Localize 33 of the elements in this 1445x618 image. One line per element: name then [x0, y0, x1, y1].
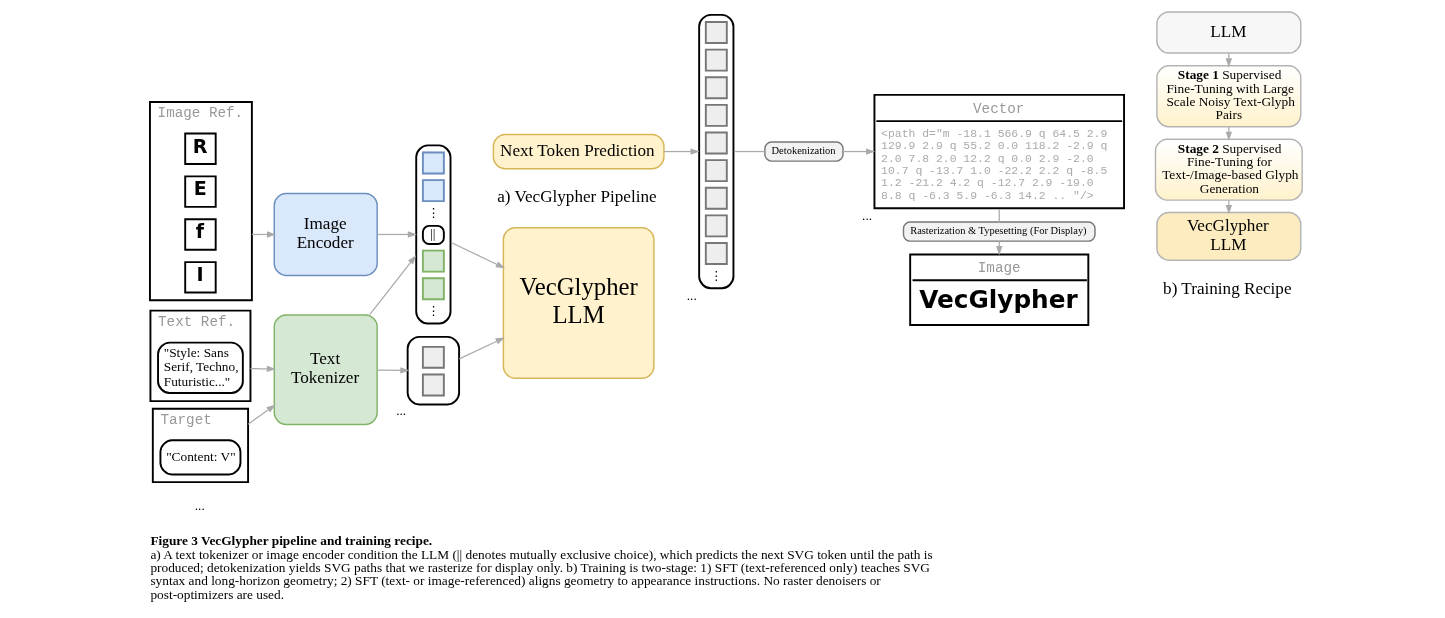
node-box: Stage 2 Supervised Fine-Tuning for Text-/Image-based Glyph Generation	[1154, 138, 1303, 201]
node-box: f	[184, 218, 217, 251]
arrow	[663, 148, 700, 155]
node-box: Next Token Prediction	[492, 133, 665, 170]
node-box: VecGlypher LLM	[502, 227, 655, 380]
arrow	[458, 337, 505, 360]
node-box: LLM	[1156, 11, 1302, 54]
node-label: ...	[686, 287, 697, 303]
node-box: Text Tokenizer	[273, 314, 378, 426]
node-label: ...	[396, 403, 407, 419]
node-box: I	[184, 261, 217, 294]
node-box: Image Encoder	[273, 192, 378, 277]
node-box: "Content: V"	[159, 439, 242, 476]
arrow	[376, 367, 410, 374]
arrow	[247, 404, 276, 425]
arrow	[451, 242, 506, 269]
label: ...	[194, 498, 205, 514]
node-box	[406, 335, 461, 406]
node-box: R	[184, 132, 217, 165]
node-box: VecGlypher LLM	[1156, 211, 1302, 261]
caption: Figure 3 VecGlypher pipeline and training recipe. a) A text tokenizer or image encoder condition the LLM (|| denotes mutually exclusive choice), which predicts the next SVG token until the path is produced; detokenization yields SVG paths that we rasterize for display only. b) Training is two-stage: 1) SFT (text-referenced only) teaches SVG syntax and long-horizon geometry; 2) SFT (text- or image-referenced) aligns geometry to appearance instructions. No raster denoisers or post-optimizers are used.	[150, 533, 933, 602]
label: a) VecGlypher Pipeline	[497, 187, 657, 207]
label: b) Training Recipe	[1163, 278, 1292, 298]
node-box: Stage 1 Supervised Fine-Tuning with Large Scale Noisy Text-Glyph Pairs	[1156, 65, 1302, 128]
connector	[734, 150, 766, 153]
arrow	[842, 148, 876, 155]
arrow	[369, 255, 417, 316]
node-label: ...	[862, 207, 873, 223]
arrow	[376, 231, 417, 238]
node-box: Detokenization	[764, 141, 844, 162]
node-box: E	[184, 175, 217, 208]
node-box: "Style: Sans Serif, Techno, Futuristic..."	[157, 341, 244, 395]
node-box: Rasterization & Typesetting (For Display)	[902, 221, 1096, 242]
